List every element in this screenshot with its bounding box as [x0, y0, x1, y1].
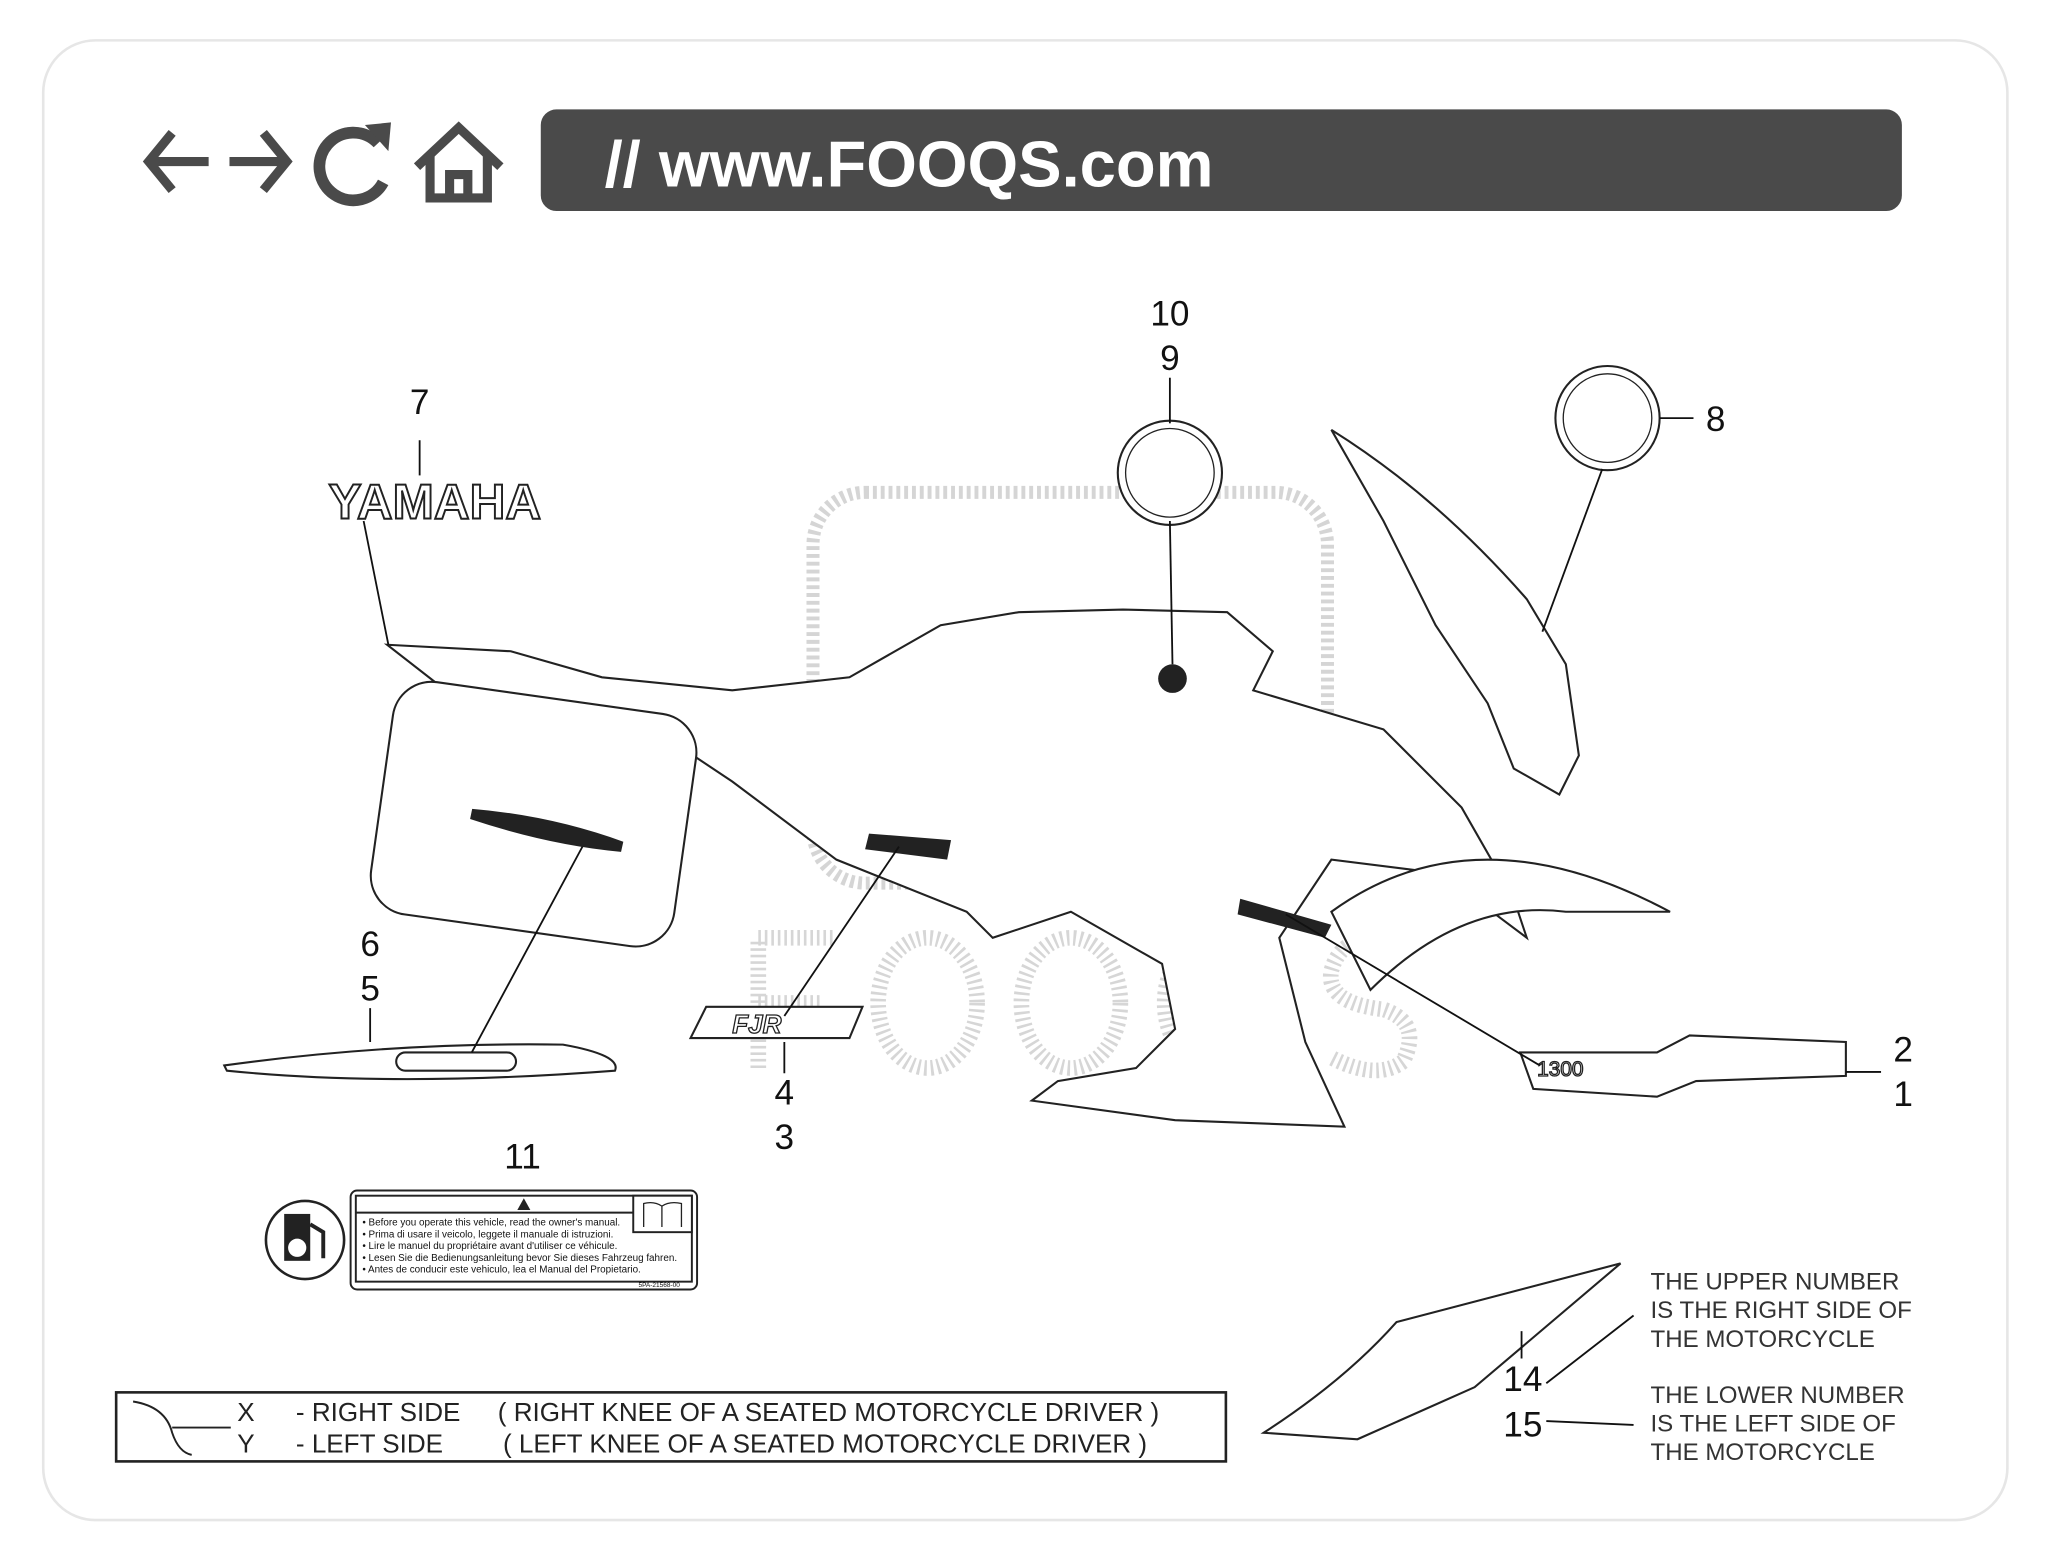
callout-10: 10	[1150, 295, 1189, 334]
back-arrow-icon[interactable]	[142, 129, 209, 194]
svg-text:1300: 1300	[1537, 1058, 1583, 1081]
warning-label-11: • Before you operate this vehicle, read …	[349, 1189, 699, 1291]
motorcycle-outline	[369, 428, 1671, 1128]
fjr-decal: FJR	[688, 1005, 865, 1040]
side-legend: X - RIGHT SIDE ( RIGHT KNEE OF A SEATED …	[114, 1391, 1228, 1463]
svg-text:• Lesen Sie die Bedienungsanle: • Lesen Sie die Bedienungsanleitung bevo…	[362, 1253, 677, 1264]
svg-text:X: X	[237, 1397, 254, 1427]
svg-text:Y: Y	[237, 1428, 254, 1458]
svg-text:THE LOWER NUMBER: THE LOWER NUMBER	[1651, 1382, 1905, 1409]
manual-book-icon	[632, 1194, 693, 1234]
unleaded-fuel-icon	[264, 1199, 346, 1281]
svg-text:• Lire le manuel du propriétai: • Lire le manuel du propriétaire avant d…	[362, 1241, 617, 1252]
svg-text:( LEFT KNEE OF A SEATED MOTORC: ( LEFT KNEE OF A SEATED MOTORCYCLE DRIVE…	[503, 1428, 1147, 1458]
callout-15: 15	[1503, 1406, 1542, 1445]
callout-5: 5	[360, 969, 380, 1008]
fjr-1300-decal: 1300	[1518, 1034, 1847, 1098]
callout-8: 8	[1706, 400, 1726, 439]
svg-text:THE MOTORCYCLE: THE MOTORCYCLE	[1651, 1326, 1875, 1353]
side-number-note: THE UPPER NUMBER IS THE RIGHT SIDE OF TH…	[1651, 1268, 1912, 1466]
svg-text:• Prima di usare il veicolo, l: • Prima di usare il veicolo, leggete il …	[362, 1229, 613, 1240]
svg-text:• Antes de conducir este vehic: • Antes de conducir este vehiculo, lea e…	[362, 1265, 640, 1276]
callout-4: 4	[775, 1074, 795, 1113]
svg-text:- LEFT SIDE: - LEFT SIDE	[296, 1428, 443, 1458]
home-icon[interactable]	[413, 121, 504, 203]
svg-text:• Before you operate this vehi: • Before you operate this vehicle, read …	[362, 1218, 620, 1229]
leader-lines	[362, 377, 1882, 1426]
forward-arrow-icon[interactable]	[229, 129, 293, 194]
callout-9: 9	[1160, 339, 1180, 378]
warning-triangle-icon	[517, 1198, 531, 1211]
callout-2: 2	[1893, 1031, 1913, 1070]
callout-6: 6	[360, 925, 380, 964]
callout-11: 11	[504, 1137, 541, 1176]
svg-text:( RIGHT KNEE OF A SEATED MOTOR: ( RIGHT KNEE OF A SEATED MOTORCYCLE DRIV…	[498, 1397, 1159, 1427]
knee-pad-decal-14-15	[1260, 1262, 1622, 1441]
svg-text:IS THE LEFT SIDE OF: IS THE LEFT SIDE OF	[1651, 1410, 1896, 1437]
address-bar-url: // www.FOOQS.com	[605, 127, 1214, 200]
callout-7: 7	[410, 383, 430, 422]
svg-text:THE MOTORCYCLE: THE MOTORCYCLE	[1651, 1439, 1875, 1466]
svg-text:FJR: FJR	[732, 1009, 781, 1039]
address-bar[interactable]	[540, 109, 1902, 212]
callout-1: 1	[1893, 1075, 1913, 1114]
yamaha-decal: YAMAHA	[328, 474, 541, 529]
tuning-fork-emblem-9-10	[1116, 419, 1224, 526]
svg-text:THE UPPER NUMBER: THE UPPER NUMBER	[1651, 1268, 1900, 1295]
reload-icon[interactable]	[313, 122, 391, 207]
svg-text:IS THE RIGHT SIDE OF: IS THE RIGHT SIDE OF	[1651, 1297, 1912, 1324]
svg-text:- RIGHT SIDE: - RIGHT SIDE	[296, 1397, 461, 1427]
callout-3: 3	[775, 1118, 795, 1157]
tuning-fork-emblem-8	[1554, 364, 1661, 472]
callout-14: 14	[1503, 1360, 1542, 1399]
svg-text:5PA-21568-00: 5PA-21568-00	[638, 1282, 680, 1289]
